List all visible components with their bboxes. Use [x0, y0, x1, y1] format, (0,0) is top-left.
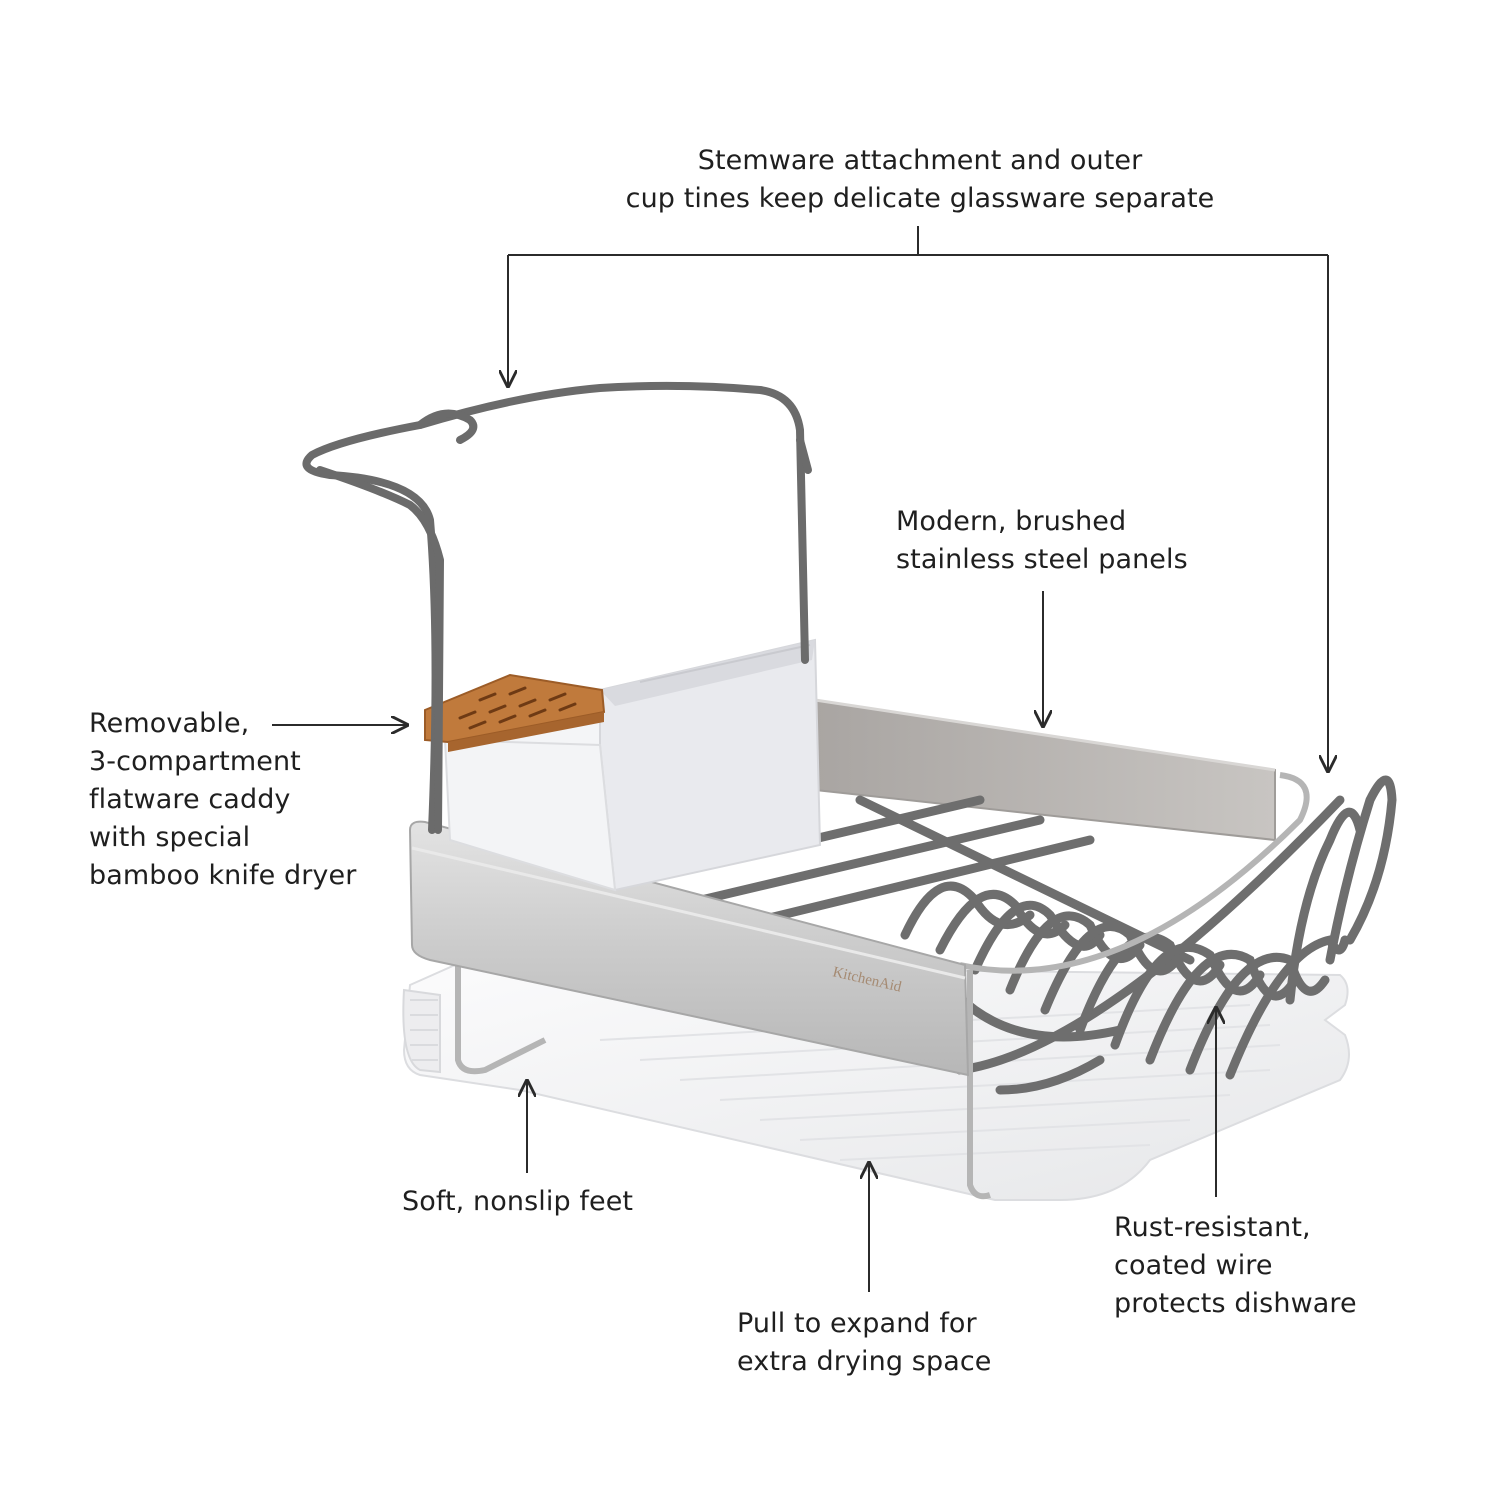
front-steel-panel — [408, 820, 970, 1077]
callout-steel-line-2: stainless steel panels — [896, 544, 1188, 575]
callout-caddy-line-4: with special — [89, 822, 251, 853]
callout-caddy-line-1: Removable, — [89, 708, 250, 739]
drain-tray — [402, 963, 1350, 1201]
steel-rim-wire — [455, 772, 1310, 1200]
callout-caddy-line-2: 3-compartment — [89, 746, 301, 777]
callout-feet-line-1: Soft, nonslip feet — [402, 1186, 634, 1217]
stemware-attachment — [302, 381, 812, 834]
callout-leader-lines — [272, 226, 1328, 1292]
callout-steel-panels: Modern, brushed stainless steel panels — [896, 503, 1188, 579]
callout-stemware-line-1: Stemware attachment and outer — [697, 145, 1143, 176]
callout-expand-line-2: extra drying space — [737, 1346, 992, 1377]
callout-steel-line-1: Modern, brushed — [896, 506, 1127, 537]
callout-feet: Soft, nonslip feet — [402, 1183, 633, 1221]
flatware-caddy — [443, 638, 822, 892]
callout-caddy-line-5: bamboo knife dryer — [89, 860, 357, 891]
callout-wire-line-1: Rust-resistant, — [1114, 1212, 1311, 1243]
callout-stemware-line-2: cup tines keep delicate glassware separa… — [625, 183, 1215, 214]
callout-stemware: Stemware attachment and outer cup tines … — [560, 142, 1280, 218]
callout-wire-line-2: coated wire — [1114, 1250, 1273, 1281]
callout-expand-line-1: Pull to expand for — [737, 1308, 977, 1339]
callout-caddy: Removable, 3-compartment flatware caddy … — [89, 705, 356, 895]
callout-expand: Pull to expand for extra drying space — [737, 1305, 992, 1381]
callout-wire-line-3: protects dishware — [1114, 1288, 1357, 1319]
bamboo-knife-dryer — [424, 673, 606, 752]
callout-wire: Rust-resistant, coated wire protects dis… — [1114, 1209, 1357, 1323]
callout-caddy-line-3: flatware caddy — [89, 784, 291, 815]
